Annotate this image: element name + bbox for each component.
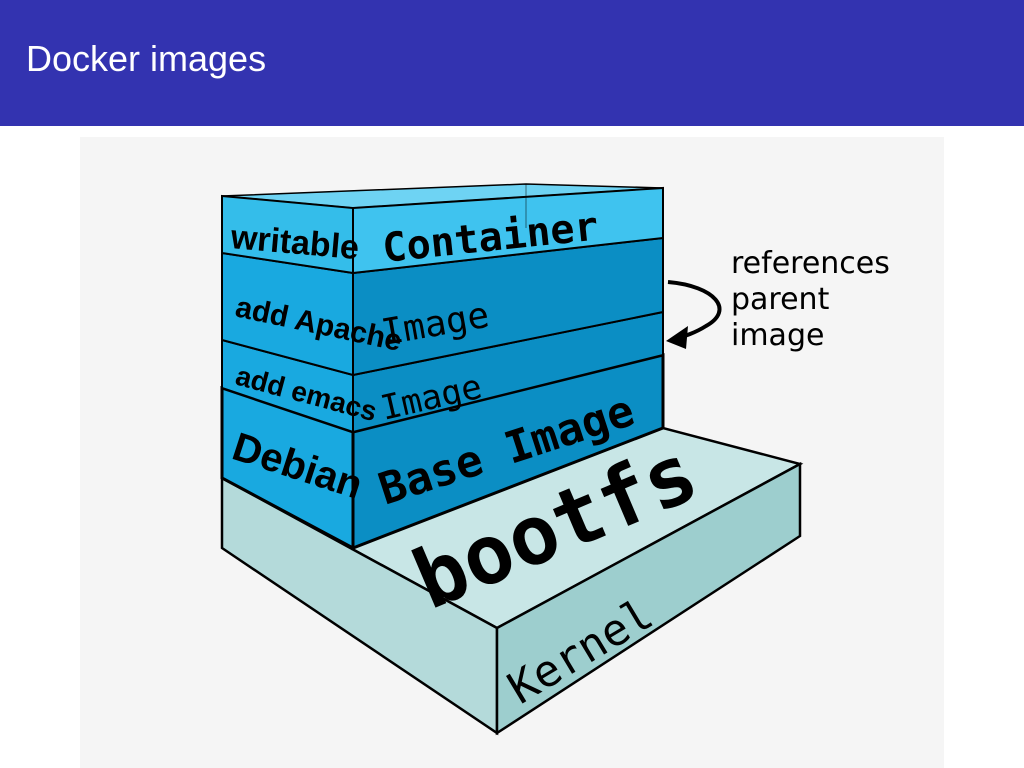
slide-header: Docker images (0, 0, 1024, 126)
parent-reference-arrow (666, 280, 722, 349)
layer-base-image: Debian Base Image (220, 353, 665, 551)
annotation-line-1: references (731, 246, 890, 281)
annotation-line-3: image (731, 318, 824, 353)
annotation-line-2: parent (731, 282, 830, 317)
arrowhead-icon (666, 326, 688, 349)
annotation: references parent image (731, 246, 890, 353)
bootfs-front-face (495, 461, 802, 736)
slide-title: Docker images (26, 38, 267, 79)
layer-apache-image: add Apache Image (221, 236, 664, 377)
curved-arrow-icon (667, 280, 722, 342)
bootfs-block: bootfs Kernel (220, 425, 804, 736)
layer-container: writable Container (221, 183, 664, 275)
container-front (352, 186, 664, 275)
